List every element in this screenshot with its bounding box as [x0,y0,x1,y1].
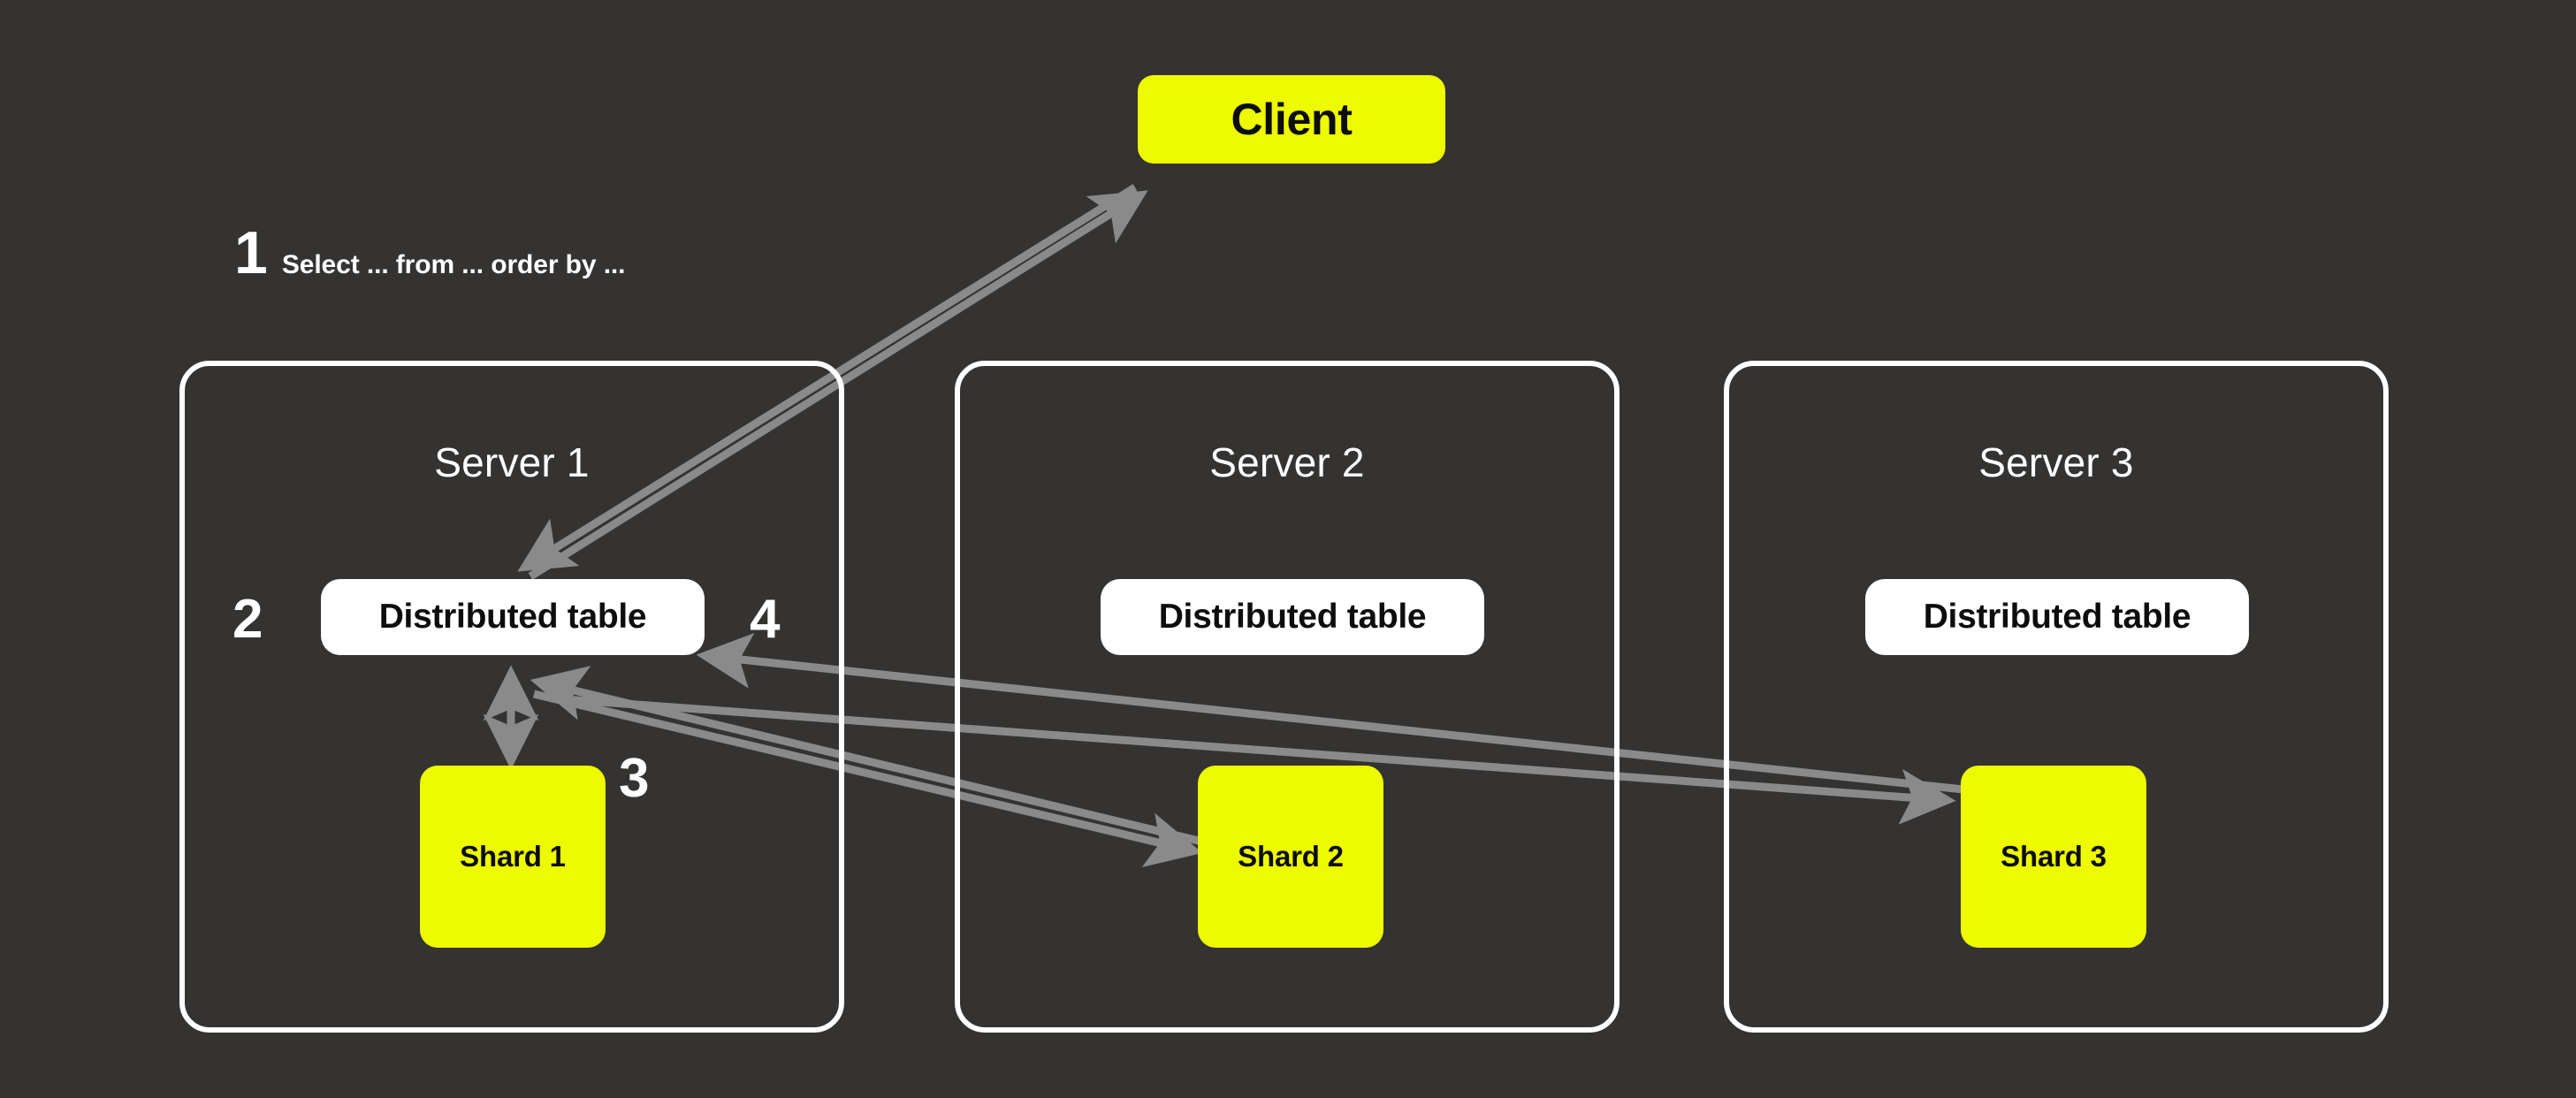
distributed-table-label-1: Distributed table [378,598,647,636]
shard-3-label: Shard 3 [2001,840,2107,873]
shard-3-node[interactable]: Shard 3 [1961,766,2146,948]
query-text: Select ... from ... order by ... [281,250,626,279]
server-1-title: Server 1 [434,439,590,485]
shard-2-node[interactable]: Shard 2 [1198,766,1383,948]
distributed-table-server-3[interactable]: Distributed table [1865,579,2249,655]
query-caption: 1 Select ... from ... order by ... [234,219,626,286]
step-number-2: 2 [232,589,263,650]
distributed-table-server-1[interactable]: Distributed table [321,579,705,655]
distributed-table-server-2[interactable]: Distributed table [1101,579,1484,655]
step-number-3: 3 [619,748,650,809]
distributed-table-label-2: Distributed table [1158,598,1427,636]
shard-1-label: Shard 1 [460,840,566,873]
step-number-4: 4 [750,589,781,650]
shard-2-label: Shard 2 [1238,840,1344,873]
client-label: Client [1231,95,1353,144]
step-number-1: 1 [234,219,268,286]
client-node[interactable]: Client [1138,75,1445,164]
distributed-table-label-3: Distributed table [1923,598,2191,636]
server-3-title: Server 3 [1978,439,2134,485]
server-2-title: Server 2 [1209,439,1365,485]
shard-1-node[interactable]: Shard 1 [420,766,606,948]
